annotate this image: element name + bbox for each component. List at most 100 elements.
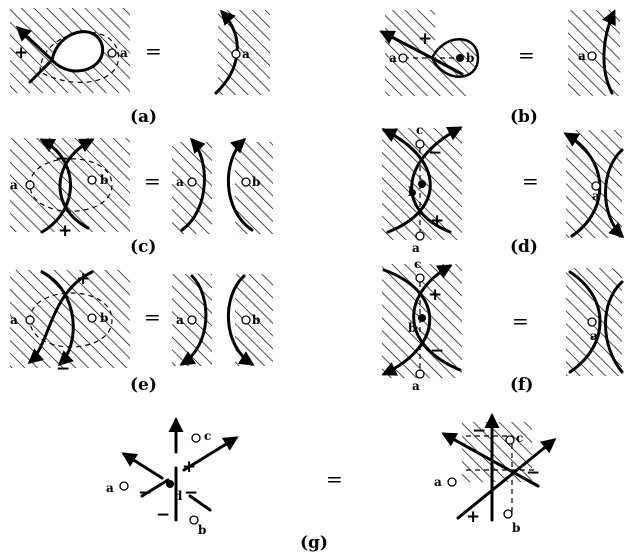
point-marker — [241, 177, 251, 187]
equals-sign: = — [144, 305, 161, 329]
sign-plus: + — [58, 221, 72, 241]
point-label: c — [416, 123, 423, 137]
point-label: b — [100, 311, 108, 325]
equals-sign: = — [518, 43, 535, 67]
point-label: b — [408, 321, 416, 335]
point-marker — [189, 515, 199, 525]
point-label: a — [176, 313, 184, 327]
hatched-region — [235, 274, 273, 366]
point-marker — [503, 509, 513, 519]
strand-diagonal-up — [140, 438, 236, 498]
point-label: a — [590, 329, 598, 343]
left-arc — [381, 268, 432, 376]
point-marker-filled — [456, 54, 464, 62]
point-marker — [231, 49, 241, 59]
point-label: d — [174, 489, 183, 503]
left-arc — [381, 128, 432, 234]
point-label: a — [592, 189, 600, 203]
panel-c: − + a b = a b (c) — [10, 137, 273, 257]
sign: − — [156, 505, 170, 525]
point-marker — [187, 315, 197, 325]
point-label: a — [412, 241, 420, 255]
panel-f: + − c b a = a (f) — [381, 257, 624, 395]
point-marker — [415, 139, 425, 149]
strand-right — [226, 274, 255, 366]
point-marker — [415, 369, 425, 379]
panel-g: c a d b + − − − = c a b − − + (g) — [106, 416, 557, 553]
caption-b: (b) — [510, 107, 538, 127]
sign-plus: + — [14, 43, 28, 63]
sign-plus: + — [428, 285, 442, 305]
simplified-right-arc — [604, 280, 624, 374]
strand-diagonal-down — [124, 454, 212, 512]
point-label: b — [100, 173, 108, 187]
point-label: a — [242, 47, 250, 61]
strand-diagonal-down — [441, 432, 540, 488]
equals-sign: = — [512, 309, 529, 333]
loop-interior — [52, 31, 103, 72]
equals-sign: = — [144, 169, 161, 193]
point-marker — [505, 435, 515, 445]
panel-e: + − a b = a b (e) — [10, 269, 273, 395]
point-label: c — [204, 429, 211, 443]
simplified-strand — [602, 9, 616, 95]
point-marker — [87, 175, 97, 185]
point-label: b — [252, 313, 260, 327]
left-strand — [39, 138, 72, 234]
caption-f: (f) — [510, 375, 533, 395]
point-marker-filled — [418, 180, 426, 188]
simplified-left-arc — [568, 270, 602, 374]
point-marker — [587, 317, 597, 327]
dashed-loop — [39, 31, 119, 83]
point-marker — [447, 477, 457, 487]
right-strand — [40, 270, 75, 367]
equals-sign: = — [326, 467, 343, 491]
sign: + — [466, 507, 480, 527]
sign-plus: + — [76, 269, 90, 289]
point-marker — [187, 177, 197, 187]
curl-strand — [15, 25, 105, 84]
caption-a: (a) — [130, 107, 157, 127]
simplified-right-arc — [604, 148, 625, 239]
sign-minus: − — [55, 149, 69, 169]
panel-d: − + c b a = a (d) — [381, 123, 625, 257]
point-marker — [107, 48, 117, 58]
sign: − — [184, 483, 198, 503]
point-marker — [241, 315, 251, 325]
point-label: b — [408, 185, 416, 199]
panel-b: + a b = a (b) — [379, 9, 620, 127]
point-marker-filled — [166, 480, 174, 488]
point-label: b — [252, 175, 260, 189]
point-marker-filled — [418, 314, 426, 322]
dashed-circle — [29, 158, 113, 212]
point-label: c — [516, 431, 523, 445]
point-marker — [587, 51, 597, 61]
point-label: a — [10, 313, 18, 327]
point-label: a — [412, 379, 420, 393]
sign: − — [472, 421, 486, 441]
point-marker — [591, 181, 601, 191]
point-label: b — [198, 523, 206, 537]
right-arc — [412, 264, 462, 372]
sign-plus: + — [418, 29, 432, 49]
strand-left — [180, 137, 206, 232]
strand-left — [179, 274, 208, 366]
equals-sign: = — [145, 39, 162, 63]
point-marker — [119, 481, 129, 491]
sign: − — [138, 483, 152, 503]
sign-minus: − — [56, 359, 70, 379]
point-label: b — [512, 521, 520, 535]
point-label: c — [414, 257, 421, 271]
point-label: a — [578, 49, 586, 63]
sign: + — [182, 457, 196, 477]
point-marker — [398, 53, 408, 63]
right-strand — [58, 138, 95, 230]
sign-minus: − — [428, 143, 442, 163]
sign-minus: − — [430, 341, 444, 361]
caption-e: (e) — [130, 375, 157, 395]
sign-plus: + — [430, 211, 444, 231]
strand-right — [226, 137, 254, 232]
point-label: a — [106, 481, 114, 495]
point-label: a — [389, 51, 397, 65]
